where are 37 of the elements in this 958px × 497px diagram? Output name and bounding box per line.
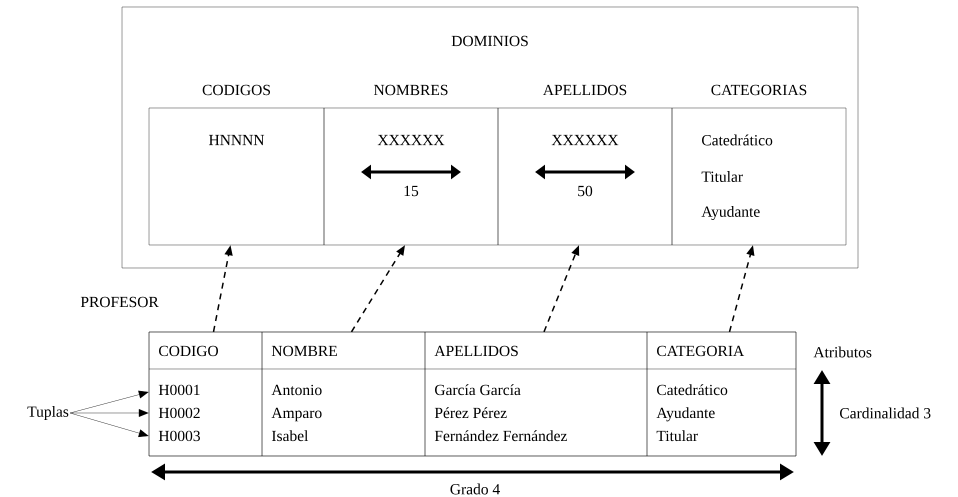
annotation: Atributos [814, 346, 872, 358]
table-value: Ayudante [656, 407, 715, 422]
table-value: Titular [656, 430, 698, 442]
arrow [70, 409, 148, 417]
table-value: García García [435, 384, 521, 396]
annotation: Cardinalidad 3 [840, 408, 930, 418]
domain-value: HNNNN [208, 134, 264, 146]
annotation: Grado 4 [450, 484, 500, 494]
domain-value: XXXXXX [552, 134, 618, 146]
arrow [70, 390, 148, 414]
dimension-value: 15 [404, 186, 418, 196]
table-value: H0002 [158, 408, 200, 418]
box-title: DOMINIOS [452, 36, 528, 46]
domain-value: Ayudante [702, 206, 760, 220]
column-header: CATEGORIA [657, 346, 744, 356]
dimension-value: 50 [578, 186, 592, 196]
column-heading: CODIGOS [202, 84, 270, 96]
domain-value: Catedrático [702, 134, 772, 146]
table-value: Isabel [272, 430, 308, 442]
table-value: Amparo [272, 408, 322, 422]
domain-value: Titular [702, 171, 743, 182]
column-header: CODIGO [159, 346, 218, 356]
table-value: Catedrático [657, 384, 728, 396]
column-header: NOMBRE [272, 346, 337, 356]
table-name: PROFESOR [80, 296, 159, 308]
arrow [70, 412, 148, 438]
table-value: H0003 [158, 430, 200, 442]
table-value: Fernández Fernández [434, 430, 567, 442]
side-label: Tuplas [27, 406, 68, 420]
table-value: Antonio [272, 384, 322, 396]
column-heading: CATEGORIAS [711, 84, 806, 96]
table-value: Pérez Pérez [434, 407, 507, 418]
column-heading: NOMBRES [374, 84, 448, 96]
table-value: H0001 [158, 384, 200, 396]
domain-value: XXXXXX [378, 134, 444, 146]
column-heading: APELLIDOS [542, 84, 626, 96]
column-header: APELLIDOS [434, 346, 518, 356]
